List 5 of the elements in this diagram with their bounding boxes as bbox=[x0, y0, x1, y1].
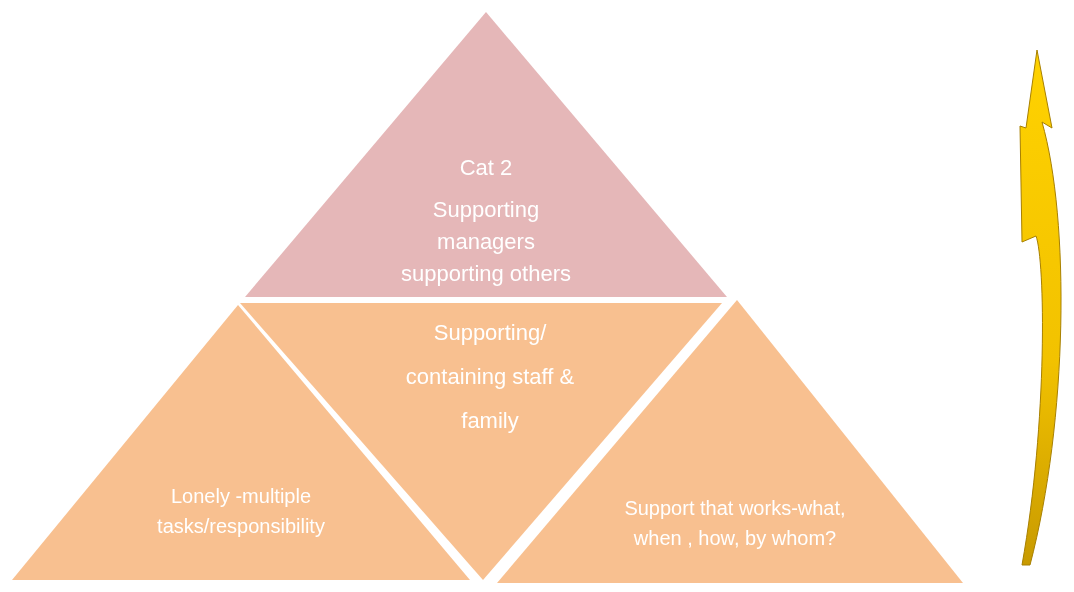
label-text: Lonely -multiple tasks/responsibility bbox=[156, 484, 326, 539]
heading-text: Cat 2 bbox=[458, 154, 514, 182]
label-text: Supporting/ containing staff & family bbox=[405, 319, 575, 435]
label-text: Support that works-what, when , how, by whom? bbox=[623, 496, 847, 551]
label-text: Supporting managers supporting others bbox=[400, 196, 572, 288]
